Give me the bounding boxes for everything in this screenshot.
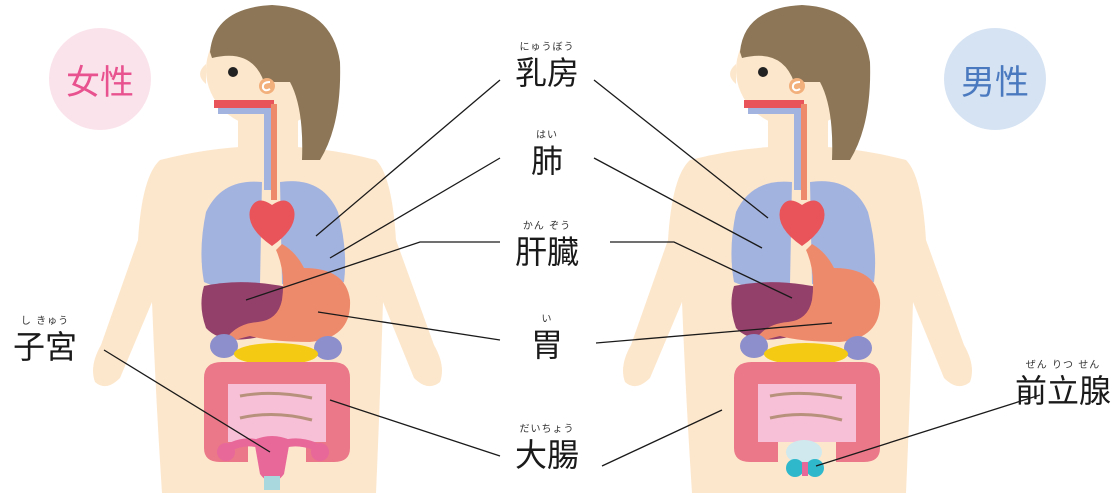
label-large-intestine-reading: だいちょう [497,424,597,436]
male-badge: 男性 [944,28,1046,130]
label-stomach-reading: い [507,314,587,326]
prostate [786,440,824,477]
label-large-intestine: だいちょう 大腸 [497,424,597,474]
label-stomach: い 胃 [507,314,587,364]
label-stomach-text: 胃 [507,326,587,364]
label-uterus: し きゅう 子宮 [0,316,90,366]
label-uterus-reading: し きゅう [0,316,90,328]
label-uterus-text: 子宮 [0,328,90,366]
male-figure [623,5,972,493]
label-lung: はい 肺 [507,130,587,180]
label-liver-text: 肝臓 [497,233,597,271]
label-liver: かん ぞう 肝臓 [497,221,597,271]
label-breast-text: 乳房 [497,54,597,92]
label-breast-reading: にゅうぼう [497,42,597,54]
label-large-intestine-text: 大腸 [497,436,597,474]
label-prostate-reading: ぜん りつ せん [1010,360,1116,372]
label-prostate: ぜん りつ せん 前立腺 [1010,360,1116,410]
female-badge: 女性 [49,28,151,130]
label-liver-reading: かん ぞう [497,221,597,233]
label-lung-reading: はい [507,130,587,142]
label-prostate-text: 前立腺 [1010,372,1116,410]
label-lung-text: 肺 [507,142,587,180]
label-breast: にゅうぼう 乳房 [497,42,597,92]
